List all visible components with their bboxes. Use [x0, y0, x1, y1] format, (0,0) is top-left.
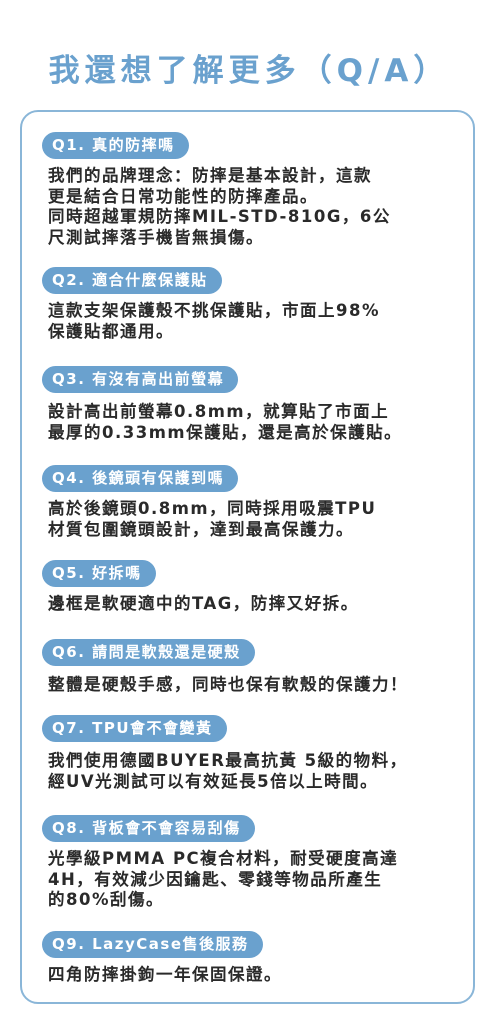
question-label: Q2. 適合什麼保護貼 — [42, 267, 222, 294]
page-title: 我還想了解更多（Q/A） — [48, 53, 450, 89]
answer-text: 邊框是軟硬適中的TAG，防摔又好拆。 — [48, 594, 359, 613]
qa-card: Q1. 真的防摔嗎 我們的品牌理念：防摔是基本設計，這款 更是結合日常功能性的防… — [20, 110, 475, 1004]
answer-text: 高於後鏡頭0.8mm，同時採用吸震TPU 材質包圍鏡頭設計，達到最高保護力。 — [48, 499, 377, 539]
question-label: Q6. 請問是軟殼還是硬殼 — [42, 639, 255, 666]
question-label: Q5. 好拆嗎 — [42, 560, 156, 587]
answer-text: 整體是硬殼手感，同時也保有軟殼的保護力！ — [48, 675, 408, 694]
question-label: Q1. 真的防摔嗎 — [42, 132, 189, 159]
answer-text: 我們的品牌理念：防摔是基本設計，這款 更是結合日常功能性的防摔產品。 同時超越軍… — [48, 166, 391, 247]
question-label: Q7. TPU會不會變黃 — [42, 715, 227, 742]
question-label: Q3. 有沒有高出前螢幕 — [42, 366, 239, 393]
answer-text: 四角防摔掛鉤一年保固保證。 — [48, 965, 282, 984]
answer-text: 我們使用德國BUYER最高抗黃 5級的物料， 經UV光測試可以有效延長5倍以上時… — [48, 751, 408, 791]
answer-text: 光學級PMMA PC複合材料，耐受硬度高達 4H，有效減少因鑰匙、零錢等物品所產… — [48, 849, 399, 909]
answer-text: 這款支架保護殼不挑保護貼，市面上98% 保護貼都通用。 — [48, 301, 380, 341]
answer-text: 設計高出前螢幕0.8mm，就算貼了市面上 最厚的0.33mm保護貼，還是高於保護… — [48, 402, 403, 442]
question-label: Q8. 背板會不會容易刮傷 — [42, 815, 255, 842]
question-label: Q9. LazyCase售後服務 — [42, 931, 263, 958]
question-label: Q4. 後鏡頭有保護到嗎 — [42, 465, 239, 492]
